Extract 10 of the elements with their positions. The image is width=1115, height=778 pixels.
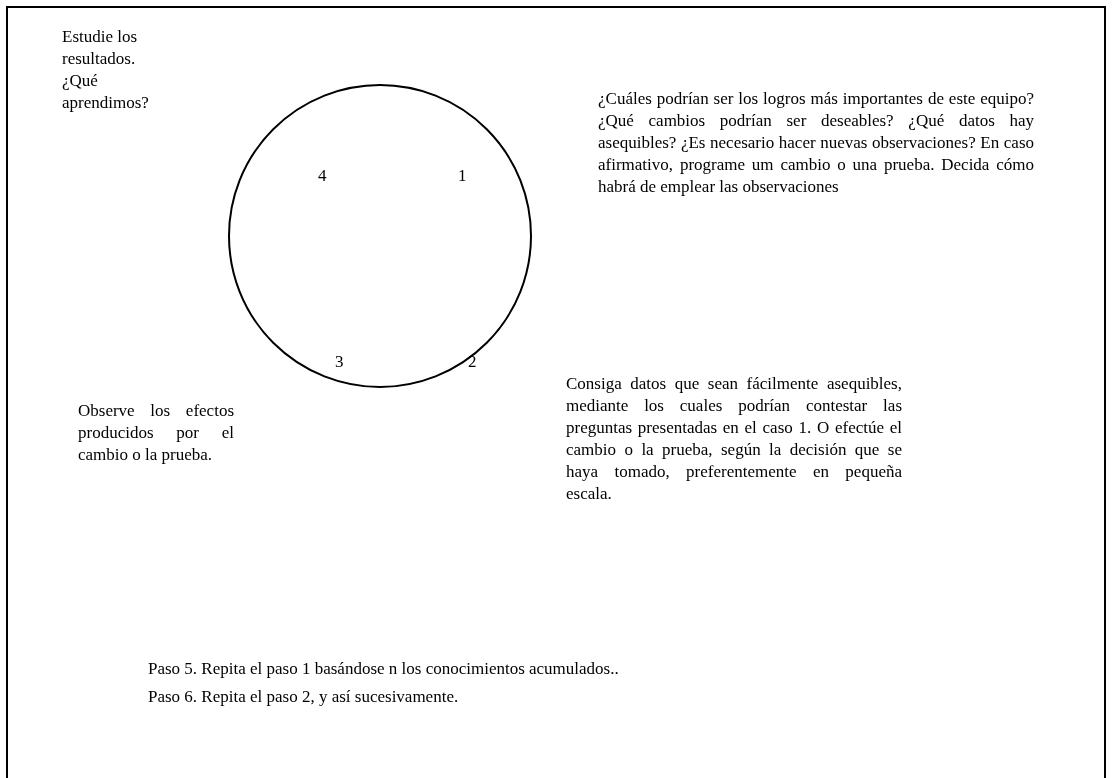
step-note: ¿Cuáles podrían ser los logros más importantes de este equipo? ¿Qué cambios podrían ser deseables? ¿Qué datos hay asequibles? ¿Es necesario hacer nuevas observaciones? En caso afirmativo, programe um cambio o una prueba. Decida cómo habrá de emplear las observaciones	[598, 88, 1034, 198]
step-note: Paso 5. Repita el paso 1 basándose n los conocimientos acumulados..	[148, 658, 620, 680]
step-note: Estudie los resultados. ¿Qué aprendimos?	[62, 26, 150, 114]
step-number: 3	[335, 352, 344, 372]
cycle-circle	[228, 84, 532, 388]
step-note: Paso 6. Repita el paso 2, y así sucesivamente.	[148, 686, 460, 708]
step-note: Observe los efectos producidos por el cambio o la prueba.	[78, 400, 234, 466]
step-number: 1	[458, 166, 467, 186]
step-note: Consiga datos que sean fácilmente asequibles, mediante los cuales podrían contestar las preguntas presentadas en el caso 1. O efectúe el cambio o la prueba, según la decisión que se haya tomado, preferentemente en pequeña escala.	[566, 373, 902, 505]
step-number: 4	[318, 166, 327, 186]
